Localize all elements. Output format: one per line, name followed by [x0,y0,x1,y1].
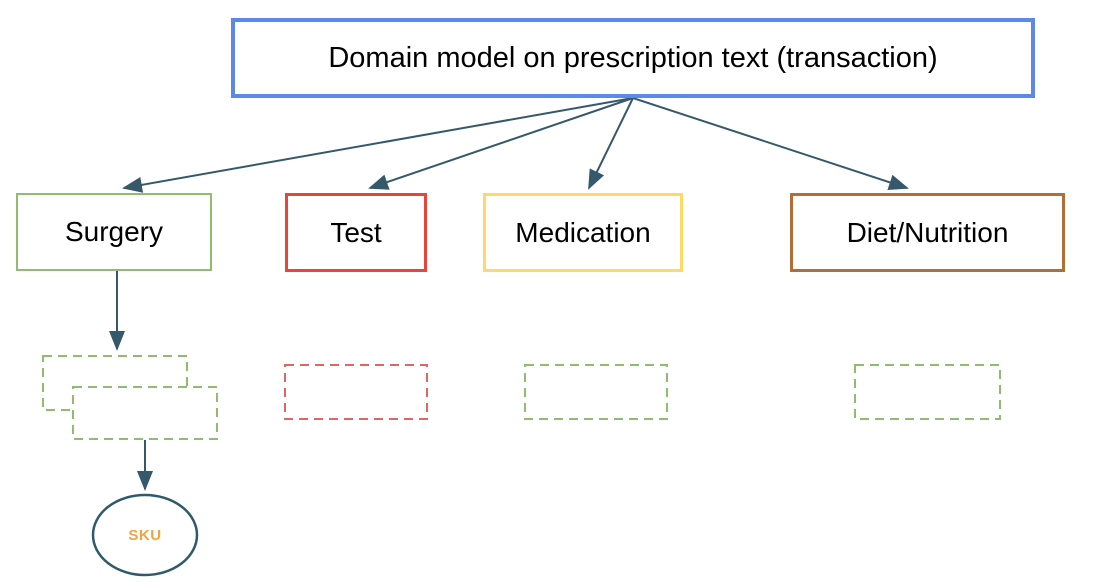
node-surgery[interactable]: Surgery [16,193,212,271]
node-domain-model-label: Domain model on prescription text (trans… [328,41,938,74]
placeholder-surgery-front[interactable] [72,386,218,440]
node-diet-label: Diet/Nutrition [846,216,1009,248]
placeholder-medication[interactable] [524,364,668,420]
node-domain-model[interactable]: Domain model on prescription text (trans… [231,18,1035,98]
sku-ellipse[interactable] [91,493,199,577]
node-medication[interactable]: Medication [483,193,683,272]
placeholder-diet[interactable] [854,364,1001,420]
arrow-root-to-surgery [122,97,634,193]
node-test[interactable]: Test [285,193,427,272]
node-test-label: Test [330,216,382,248]
arrow-root-to-diet [632,97,909,190]
sku-node-label[interactable]: SKU [93,495,197,575]
node-medication-label: Medication [515,216,651,248]
arrow-root-to-test [368,97,634,190]
node-surgery-label: Surgery [64,216,164,247]
sku-text: SKU [128,526,162,544]
arrow-root-to-medication [588,97,634,190]
placeholder-test[interactable] [284,364,428,420]
node-diet[interactable]: Diet/Nutrition [790,193,1065,272]
